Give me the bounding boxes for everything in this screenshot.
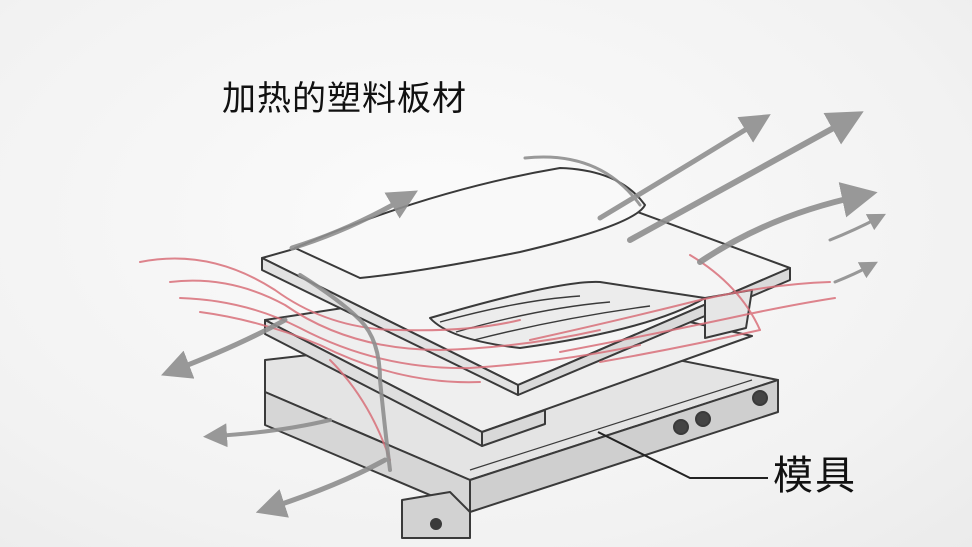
air-flow-arrow: [597, 114, 771, 221]
formed-cavity: [429, 280, 706, 349]
cavity-rib: [439, 295, 581, 323]
air-flow-arrow: [298, 273, 392, 472]
air-flow-arrow: [523, 155, 642, 207]
air-flow-arrow: [828, 213, 886, 242]
mold-foot-tab: [401, 491, 471, 539]
air-flow-arrow: [833, 261, 878, 284]
air-flow-arrow: [161, 317, 288, 379]
air-flow-arrow: [255, 457, 388, 518]
heat-flow-line: [599, 329, 761, 363]
heated-sheet-label: 加热的塑料板材: [222, 79, 467, 119]
air-flow-arrow: [697, 182, 878, 265]
air-flow-arrow: [289, 190, 418, 251]
lower-plate-side: [481, 409, 546, 447]
mold-groove: [469, 379, 753, 471]
heat-flow-line: [559, 297, 836, 353]
mold-bolt-hole: [752, 390, 768, 406]
air-flow-arrows: [161, 111, 886, 518]
heat-flow-line: [199, 311, 481, 384]
heat-flow-line: [179, 297, 641, 370]
mold-label: 模具: [773, 453, 857, 499]
heat-flow-lines: [139, 254, 836, 461]
air-flow-arrow: [627, 111, 864, 243]
mold-foot-hole: [430, 518, 442, 530]
heat-flow-line: [529, 281, 831, 341]
mold-leader-line: [597, 431, 768, 479]
air-flow-arrow: [203, 418, 332, 448]
mold-bolt-hole: [695, 411, 711, 427]
heat-flow-line: [139, 257, 521, 332]
heat-flow-line: [169, 279, 601, 352]
mold-bolt-hole: [673, 419, 689, 435]
cavity-rib: [473, 305, 651, 341]
sagging-sheet: [294, 167, 646, 279]
